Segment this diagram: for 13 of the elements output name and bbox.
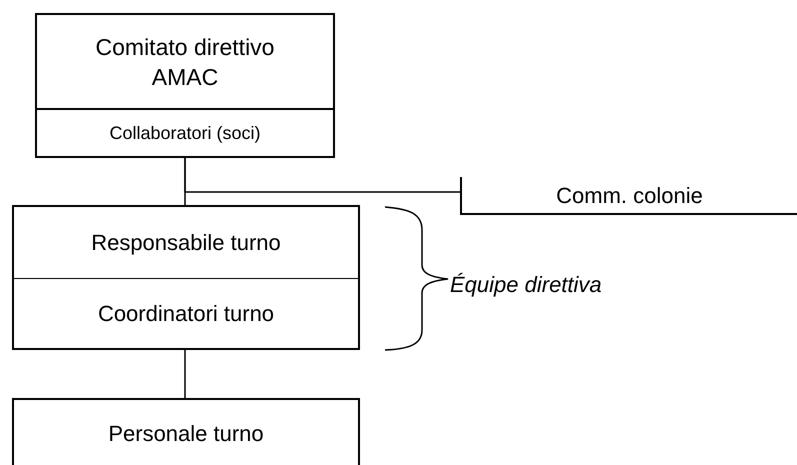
org-box [35, 13, 335, 158]
org-box [12, 398, 360, 465]
connector-line [184, 158, 460, 193]
connector-line [184, 350, 186, 398]
box-title: Comitato direttivo AMAC [94, 32, 276, 92]
brace-label: Équipe direttiva [450, 271, 602, 299]
box-label: Coordinatori turno [98, 300, 274, 328]
box-label: Comm. colonie [556, 182, 703, 210]
box-label: Responsabile turno [91, 229, 281, 257]
group-box [12, 205, 360, 350]
box-label: Personale turno [108, 420, 264, 448]
box-subtitle: Collaboratori (soci) [109, 122, 261, 145]
org-box [460, 177, 797, 215]
